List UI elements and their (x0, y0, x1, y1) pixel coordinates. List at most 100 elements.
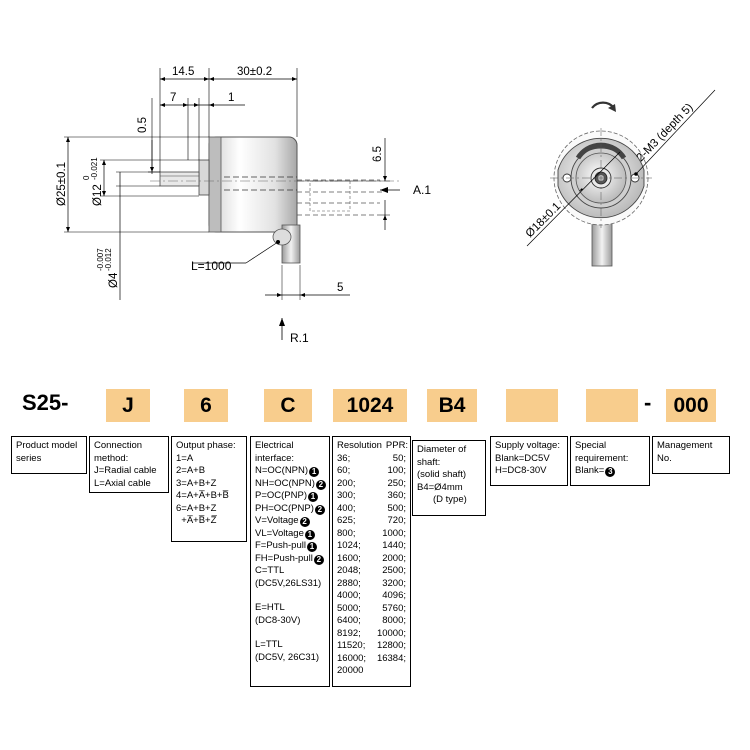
info-resolution: Resolution PPR: 36;50;60;100;200;250;300… (332, 436, 411, 687)
note-badge-icon: 2 (315, 479, 326, 490)
shaft (159, 171, 200, 187)
info-title: PPR: (385, 440, 409, 451)
resolution-value: 20000 (337, 665, 364, 676)
code-box-output-phase: 6 (184, 389, 228, 422)
view-r1-label: R.1 (290, 331, 309, 345)
info-product-series: Product model series (11, 436, 87, 474)
code-box-management: 000 (666, 389, 716, 422)
info-text: +A̅+B̅+Z̅ (176, 515, 217, 526)
info-management-number: Management No. (652, 436, 730, 474)
info-text: 3=A+B+Z (176, 477, 217, 489)
info-text: E=HTL (255, 602, 285, 613)
info-text: VL=Voltage (255, 527, 304, 539)
encoder-body (208, 136, 298, 233)
info-text: requirement: (575, 452, 629, 464)
resolution-value: 8192; (337, 627, 361, 639)
dim-diameter-12-tol-lower: -0.021 (90, 157, 99, 180)
code-box-connection: J (106, 389, 150, 422)
resolution-values: 36;50;60;100;200;250;300;360;400;500;625… (337, 453, 406, 678)
info-text: FH=Push-pull (255, 552, 313, 564)
resolution-value: 100; (387, 465, 407, 476)
note-badge-icon: 1 (304, 529, 315, 540)
dim-30-label: 30±0.2 (237, 66, 272, 78)
flange-boss (198, 159, 210, 196)
resolution-value (374, 665, 407, 678)
resolution-value: 60; (337, 465, 351, 476)
resolution-value: 200; (337, 477, 356, 489)
info-title: interface: (255, 452, 295, 464)
resolution-value: 36; (337, 452, 351, 464)
code-box-shaft: B4 (427, 389, 477, 422)
dim-0-5-label: 0.5 (137, 117, 149, 133)
info-text: H=DC8-30V (495, 465, 547, 476)
info-text: NH=OC(NPN) (255, 477, 315, 489)
note-badge-icon: 1 (309, 467, 320, 477)
resolution-value: 3200; (382, 577, 406, 589)
resolution-value: 12800; (376, 640, 406, 651)
code-box-resolution: 1024 (333, 389, 407, 422)
note-badge-icon: 1 (308, 492, 318, 502)
info-text: No. (657, 452, 672, 464)
dim-diameter-12-label: Ø12 (92, 184, 104, 206)
resolution-value: 2000; (382, 552, 406, 564)
resolution-value: 2880; (337, 577, 361, 589)
dim-diameter-25-label: Ø25±0.1 (56, 162, 68, 206)
info-text: (D type) (433, 494, 467, 505)
dim-diameter-18-label: Ø18±0.1 (524, 200, 564, 240)
resolution-value: 16000; (337, 652, 367, 664)
code-dash: - (644, 390, 652, 415)
info-text: shaft: (417, 456, 441, 468)
resolution-value: 2500; (382, 565, 406, 576)
info-text: 2=A+B (176, 465, 206, 476)
resolution-value: 8000; (382, 615, 406, 626)
resolution-value: 360; (387, 490, 407, 501)
code-box-supply (506, 389, 558, 422)
dim-diameter-4-label: Ø4 (108, 272, 120, 288)
info-text: series (16, 452, 42, 464)
note-badge-icon: 2 (313, 554, 324, 565)
resolution-value: 5000; (337, 602, 361, 614)
info-text: Supply voltage: (495, 440, 560, 451)
resolution-value: 5760; (382, 602, 406, 614)
resolution-value: 6400; (337, 615, 361, 626)
resolution-value: 10000; (376, 627, 406, 639)
dim-5-label: 5 (337, 282, 343, 294)
resolution-value: 1024; (337, 540, 361, 551)
info-supply-voltage: Supply voltage: Blank=DC5V H=DC8-30V (490, 436, 568, 486)
info-text: L=TTL (255, 639, 283, 650)
resolution-value: 1600; (337, 552, 361, 564)
note-badge-icon: 2 (299, 517, 310, 527)
info-text: PH=OC(PNP) (255, 502, 314, 514)
resolution-value: 500; (387, 502, 407, 514)
info-text: (DC5V,26LS31) (255, 577, 322, 589)
info-text: Connection (94, 440, 143, 451)
info-title: Electrical (255, 440, 294, 451)
info-text: V=Voltage (255, 515, 299, 526)
resolution-value: 4000; (337, 590, 361, 601)
dim-diameter-4-tol-upper: -0.007 (96, 248, 105, 271)
info-special-requirement: Special requirement: Blank=3 (570, 436, 650, 486)
info-electrical-interface: Electrical interface: N=OC(NPN)1 NH=OC(N… (250, 436, 330, 687)
info-text: method: (94, 452, 129, 464)
dim-14-5-label: 14.5 (172, 66, 194, 78)
code-box-electrical: C (264, 389, 312, 422)
info-output-phase: Output phase: 1=A 2=A+B 3=A+B+Z 4=A+A̅+B… (171, 436, 247, 542)
info-text: (solid shaft) (417, 469, 467, 480)
info-title: Resolution (337, 440, 382, 451)
info-text: 1=A (176, 452, 194, 464)
dim-7-label: 7 (170, 92, 176, 104)
info-text: Special (575, 440, 607, 451)
code-prefix: S25- (22, 390, 69, 415)
info-text: J=Radial cable (94, 465, 157, 476)
resolution-value: 16384; (376, 652, 406, 664)
resolution-value: 4096; (382, 590, 406, 601)
resolution-value: 2048; (337, 565, 361, 576)
axial-cable (297, 179, 385, 216)
info-text: Diameter of (417, 444, 467, 455)
radial-cable (272, 224, 301, 264)
note-badge-icon: 3 (605, 467, 616, 477)
dim-diameter-4-tol-lower: -0.012 (104, 248, 113, 271)
resolution-value: 720; (387, 515, 407, 526)
info-text: L=Axial cable (94, 477, 151, 489)
